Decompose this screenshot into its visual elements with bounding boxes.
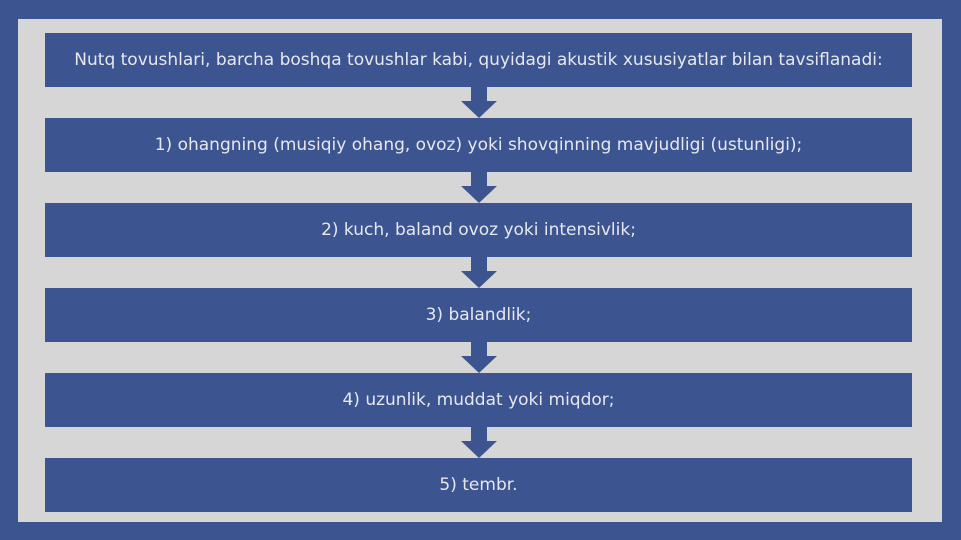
down-arrow-icon bbox=[461, 427, 497, 458]
step-3: 3) balandlik; bbox=[45, 288, 912, 342]
down-arrow-icon bbox=[461, 342, 497, 373]
down-arrow-icon bbox=[461, 87, 497, 118]
step-4: 4) uzunlik, muddat yoki miqdor; bbox=[45, 373, 912, 427]
down-arrow-icon bbox=[461, 257, 497, 288]
step-1: 1) ohangning (musiqiy ohang, ovoz) yoki … bbox=[45, 118, 912, 172]
down-arrow-icon bbox=[461, 172, 497, 203]
step-5: 5) tembr. bbox=[45, 458, 912, 512]
step-intro: Nutq tovushlari, barcha boshqa tovushlar… bbox=[45, 33, 912, 87]
step-2: 2) kuch, baland ovoz yoki intensivlik; bbox=[45, 203, 912, 257]
